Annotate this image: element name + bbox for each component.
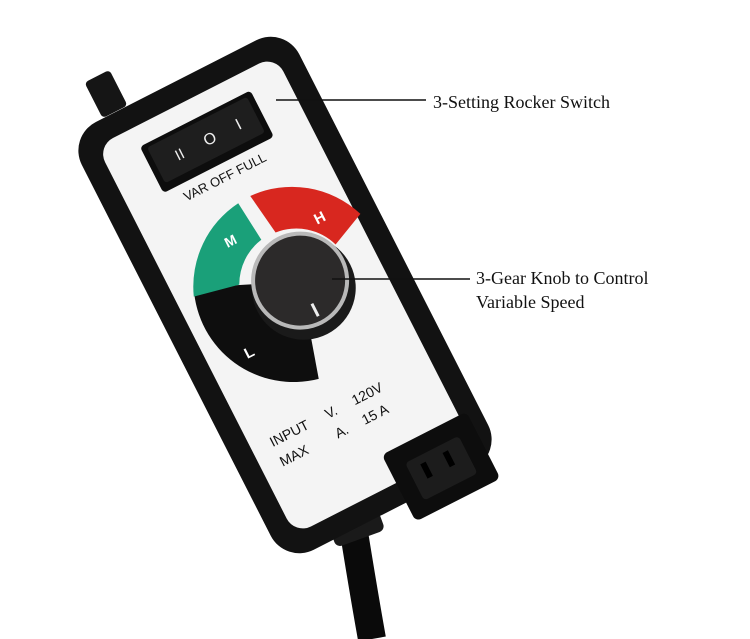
rocker-switch[interactable]: II O I [140,90,274,193]
power-outlet [383,413,499,520]
switch-callout-label: 3-Setting Rocker Switch [433,92,610,112]
top-adjust-knob [85,71,127,117]
speed-knob[interactable] [232,213,374,357]
knob-callout-label-line1: 3-Gear Knob to Control [476,268,649,288]
switch-symbol-full: I [233,116,245,133]
knob-callout-label-line2: Variable Speed [476,292,585,312]
medium-speed-arc [193,203,262,297]
high-speed-arc [250,186,361,245]
rating-amp-prefix: A. [332,421,351,441]
